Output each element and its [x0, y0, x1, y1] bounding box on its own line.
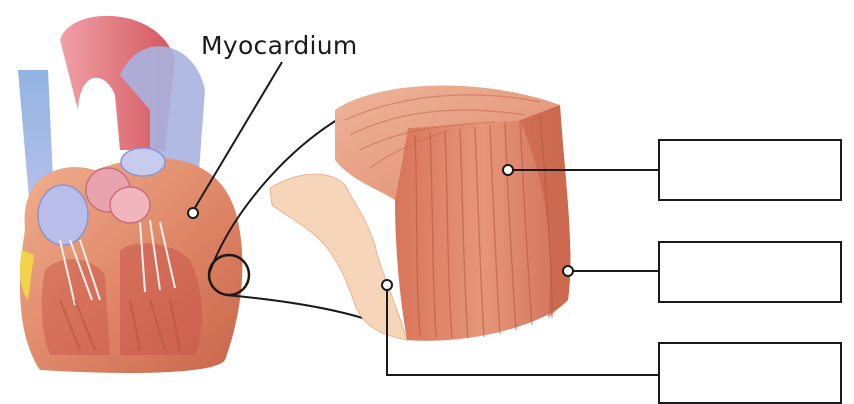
valve-3	[121, 148, 165, 176]
dot-box-1	[503, 165, 513, 175]
myocardium-label: Myocardium	[201, 31, 358, 60]
tissue-block	[270, 86, 570, 341]
answer-box-1[interactable]	[658, 139, 842, 201]
answer-box-3[interactable]	[658, 342, 842, 404]
valve-1	[38, 185, 88, 245]
valve-4	[110, 187, 150, 223]
dot-myocardium	[188, 208, 198, 218]
leader-myocardium	[193, 62, 282, 211]
answer-box-2[interactable]	[658, 241, 842, 303]
heart-cross-section	[18, 16, 242, 373]
dot-box-2	[563, 266, 573, 276]
dot-box-3	[382, 280, 392, 290]
